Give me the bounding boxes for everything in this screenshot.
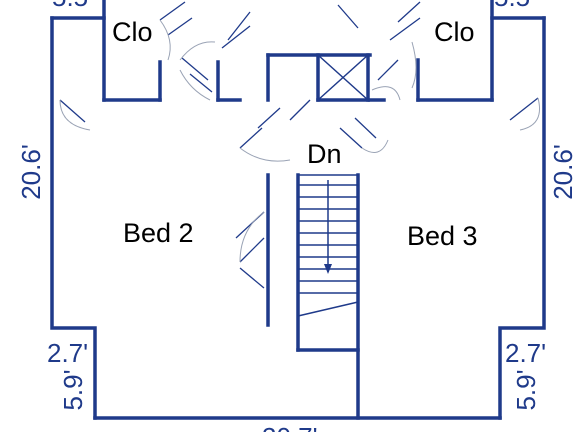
stair-arrow-head <box>324 264 332 274</box>
closet-right-label: Clo <box>434 17 475 47</box>
closet-left-label: Clo <box>112 17 153 47</box>
left-notch-height-dimension: 5.9' <box>58 369 88 410</box>
right-height-dimension: 20.6' <box>548 144 576 200</box>
left-closet <box>102 0 162 102</box>
bed-3-label: Bed 3 <box>407 221 478 251</box>
bottom-width-dimension: 30.7' <box>262 422 318 432</box>
bed-2-label: Bed 2 <box>123 218 194 248</box>
doors <box>59 1 540 289</box>
stairs-down-label: Dn <box>307 139 342 169</box>
outer-walls <box>50 16 546 420</box>
hall-closet <box>216 53 386 102</box>
top-right-dimension: 5.5' <box>494 0 535 12</box>
right-notch-width-dimension: 2.7' <box>505 338 546 368</box>
left-height-dimension: 20.6' <box>16 144 46 200</box>
left-outer-wall <box>50 16 97 420</box>
right-notch-height-dimension: 5.9' <box>511 369 541 410</box>
top-left-dimension: 5.5' <box>52 0 93 12</box>
right-closet <box>416 0 494 102</box>
stairs <box>266 173 360 420</box>
left-notch-width-dimension: 2.7' <box>47 338 88 368</box>
right-outer-wall <box>498 16 546 420</box>
